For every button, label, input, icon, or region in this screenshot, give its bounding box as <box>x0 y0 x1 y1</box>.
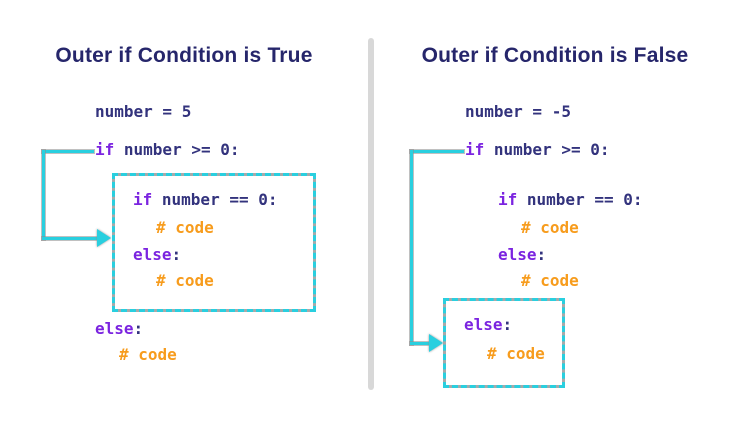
outer-else-keyword: else <box>95 319 134 338</box>
code-assignment: number = 5 <box>95 102 192 121</box>
flow-arrow-true-top-segment <box>42 150 94 153</box>
inner-else-colon: : <box>171 245 182 264</box>
outer-if-condition: number >= 0: <box>484 140 610 159</box>
flow-arrowhead-icon <box>429 334 443 352</box>
inner-else-keyword: else <box>133 245 172 264</box>
code-inner-else: else: <box>133 245 181 265</box>
code-outer-else: else: <box>95 319 143 339</box>
flow-arrow-false-top-segment <box>410 150 464 153</box>
outer-if-keyword: if <box>95 140 115 159</box>
code-outer-else-body: # code <box>487 344 545 363</box>
outer-if-keyword: if <box>465 140 485 159</box>
code-outer-else: else: <box>464 315 512 335</box>
inner-if-condition: number == 0: <box>517 190 643 209</box>
flow-arrow-false-vertical-segment <box>410 150 413 345</box>
outer-else-highlight-box <box>443 298 565 388</box>
flow-arrow-false-bottom-segment <box>410 342 430 345</box>
flow-arrow-true-vertical-segment <box>42 150 45 240</box>
outer-else-colon: : <box>502 315 513 334</box>
code-outer-if: if number >= 0: <box>95 140 240 160</box>
panel-divider <box>368 38 374 390</box>
inner-block-highlight-box <box>112 173 316 312</box>
panel-title-false: Outer if Condition is False <box>421 44 689 67</box>
inner-else-colon: : <box>536 245 547 264</box>
code-outer-if: if number >= 0: <box>465 140 610 160</box>
outer-else-colon: : <box>133 319 144 338</box>
code-inner-if-body: # code <box>521 218 579 237</box>
code-inner-if: if number == 0: <box>133 190 278 210</box>
code-inner-if: if number == 0: <box>498 190 643 210</box>
code-outer-else-body: # code <box>119 345 177 364</box>
outer-else-keyword: else <box>464 315 503 334</box>
code-assignment: number = -5 <box>465 102 571 121</box>
inner-if-keyword: if <box>133 190 153 209</box>
inner-if-keyword: if <box>498 190 518 209</box>
outer-if-condition: number >= 0: <box>114 140 240 159</box>
code-inner-else-body: # code <box>521 271 579 290</box>
flow-arrowhead-icon <box>97 229 111 247</box>
flow-arrow-true-bottom-segment <box>42 237 98 240</box>
inner-else-keyword: else <box>498 245 537 264</box>
inner-if-condition: number == 0: <box>152 190 278 209</box>
panel-title-true: Outer if Condition is True <box>55 44 313 67</box>
code-inner-else-body: # code <box>156 271 214 290</box>
code-inner-if-body: # code <box>156 218 214 237</box>
code-inner-else: else: <box>498 245 546 265</box>
